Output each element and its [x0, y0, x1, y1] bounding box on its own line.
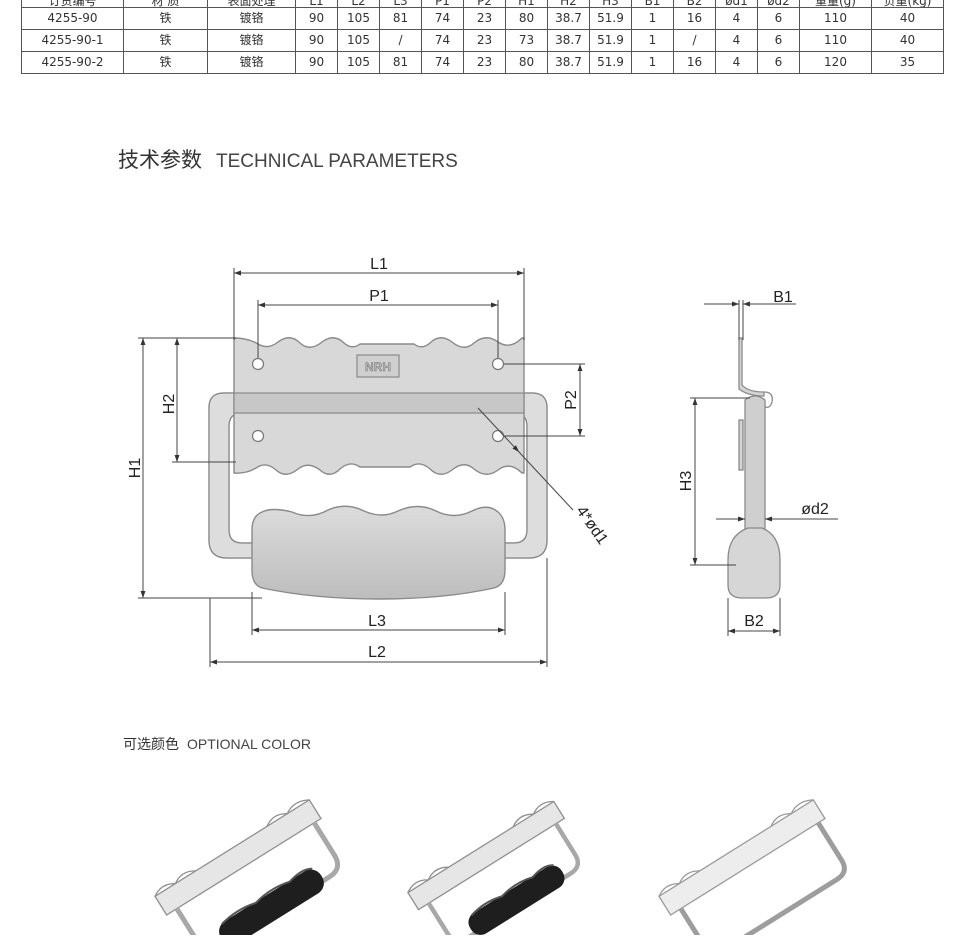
table-cell: 120: [799, 51, 872, 74]
table-cell: 23: [463, 51, 506, 74]
dim-d1: 4*ød1: [572, 503, 610, 548]
dim-d2: ød2: [801, 501, 829, 518]
dim-l3: L3: [368, 613, 386, 630]
dim-l1: L1: [370, 256, 388, 273]
table-cell: 4255-90-2: [21, 51, 124, 74]
mounting-plate: NRH: [233, 337, 525, 475]
tech-title-cn: 技术参数: [118, 148, 202, 172]
grip: [251, 505, 506, 600]
table-cell: 74: [421, 7, 464, 30]
photo-chrome-black-grip: [407, 800, 581, 935]
dim-b2: B2: [744, 613, 764, 630]
dim-h2: H2: [161, 394, 178, 415]
table-cell: 铁: [123, 51, 208, 74]
table-cell: 81: [379, 51, 422, 74]
dim-b1: B1: [773, 289, 793, 306]
table-cell: 35: [871, 51, 944, 74]
table-cell: 6: [757, 51, 800, 74]
table-cell: 镀铬: [207, 7, 296, 30]
table-cell: 23: [463, 29, 506, 52]
dim-l2: L2: [368, 644, 386, 661]
table-cell: 74: [421, 29, 464, 52]
table-cell: 镀铬: [207, 51, 296, 74]
dim-p2: P2: [563, 390, 580, 410]
table-cell: 16: [673, 51, 716, 74]
table-cell: 铁: [123, 29, 208, 52]
table-cell: 38.7: [547, 51, 590, 74]
table-cell: 40: [871, 7, 944, 30]
table-cell: 40: [871, 29, 944, 52]
dim-p1: P1: [369, 288, 389, 305]
optional-title-cn: 可选颜色: [123, 737, 179, 753]
table-cell: 105: [337, 51, 380, 74]
table-cell: 51.9: [589, 7, 632, 30]
photo-chrome-wire-only: [658, 798, 847, 935]
wire-fill: [210, 394, 546, 557]
dimension-annotations: [138, 268, 838, 667]
dim-h1: H1: [127, 458, 144, 479]
optional-color-title: 可选颜色 OPTIONAL COLOR: [123, 734, 311, 754]
optional-title-en: OPTIONAL COLOR: [187, 736, 311, 752]
side-view: [727, 337, 781, 599]
photo-chrome-black-grip-large: [154, 798, 341, 935]
dim-h3: H3: [678, 471, 695, 492]
tech-title-en: TECHNICAL PARAMETERS: [216, 151, 458, 172]
logo-mark: NRH: [365, 360, 391, 374]
tech-params-title: 技术参数 TECHNICAL PARAMETERS: [118, 144, 458, 174]
table-cell: 51.9: [589, 29, 632, 52]
